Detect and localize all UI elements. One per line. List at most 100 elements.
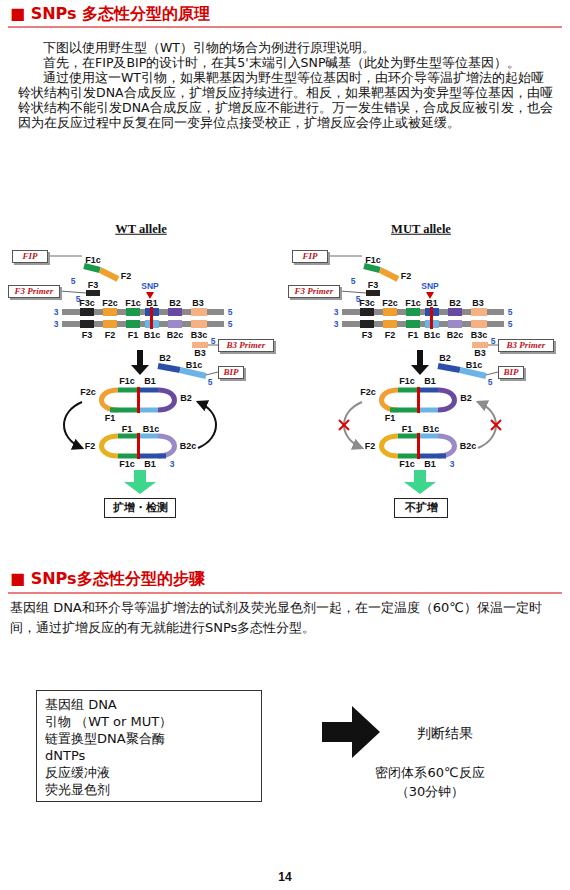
- dna-strand: [62, 309, 224, 315]
- primer-segment: [180, 370, 206, 376]
- primer-box: B3 Primer: [218, 339, 274, 352]
- segment-label: F2: [365, 442, 376, 451]
- snp-site: [137, 433, 140, 459]
- dna-region: [126, 320, 140, 328]
- primer-box: FIP: [292, 250, 328, 263]
- dumbbell-loop: [102, 390, 119, 410]
- strand-end-label: 5: [508, 308, 513, 317]
- segment-label: F1c: [119, 377, 135, 386]
- node-text: F3 Primer: [289, 286, 339, 296]
- node-text: dNTPs: [45, 747, 253, 764]
- primer-box: F3 Primer: [8, 285, 60, 298]
- snp-site: [137, 387, 140, 413]
- block-mark: [339, 420, 349, 430]
- segment-label: F1c: [399, 377, 415, 386]
- segment-label: B1c: [186, 361, 203, 370]
- segment-label: F1: [385, 414, 396, 423]
- segment-label: B2: [449, 299, 461, 308]
- dna-region: [168, 308, 182, 316]
- primer-box: FIP: [12, 250, 48, 263]
- heading-rule: [8, 593, 562, 594]
- dna-region: [191, 308, 207, 316]
- segment-label: F3c: [359, 299, 375, 308]
- cycle-arrow: [478, 402, 496, 448]
- segment-label: F2: [85, 442, 96, 451]
- segment-label: F2: [401, 272, 412, 281]
- dna-region: [126, 308, 140, 316]
- strand-end-label: 5: [228, 320, 233, 329]
- down-arrow: [137, 350, 143, 365]
- node-text: 引物 （WT or MUT）: [45, 713, 253, 730]
- block-mark: [339, 420, 501, 430]
- strand-end-label: 5: [71, 277, 76, 286]
- dumbbell-stem: [118, 388, 138, 393]
- dumbbell-loop: [158, 436, 175, 456]
- result-box: 不扩增: [394, 498, 448, 518]
- down-arrow: [131, 365, 149, 375]
- strand-end-label: 5: [508, 320, 513, 329]
- node-text: B3 Primer: [499, 340, 553, 350]
- segment-label: B1: [426, 299, 438, 308]
- segment-label: F2c: [382, 299, 398, 308]
- segment-label: B1c: [423, 425, 440, 434]
- snp-site: [150, 307, 153, 329]
- snp-label: SNP: [421, 282, 438, 291]
- segment-label: B2c: [460, 442, 477, 451]
- body-text: 基因组 DNA和环介导等温扩增法的试剂及荧光显色剂一起，在一定温度（60℃）保温…: [10, 598, 560, 638]
- primer-box: F3 Primer: [288, 285, 340, 298]
- node-text: 扩增・检测: [105, 499, 175, 516]
- block-mark: [491, 420, 501, 430]
- strand-end-label: 5: [228, 308, 233, 317]
- segment-label: F2c: [360, 388, 376, 397]
- dumbbell-stem: [110, 408, 138, 413]
- segment-label: F1: [122, 425, 133, 434]
- strand-end-label: 3: [450, 460, 455, 469]
- segment-label: F2: [121, 272, 132, 281]
- segment-label: F3: [82, 331, 93, 340]
- segment-label: B2: [169, 299, 181, 308]
- node-text: 基因组 DNA: [45, 696, 253, 713]
- cycle-arrow: [344, 402, 362, 448]
- strand-end-label: 3: [334, 308, 339, 317]
- lamp-schematic: [328, 256, 504, 494]
- segment-label: B1: [424, 377, 436, 386]
- dumbbell-loop: [102, 436, 119, 456]
- result-note: 判断结果: [417, 726, 473, 740]
- cycle-arrow: [198, 402, 216, 448]
- primer-segment: [158, 366, 180, 370]
- body-text: 首先，在FIP及BIP的设计时，在其5'末端引入SNP碱基（此处为野生型等位基因…: [18, 55, 555, 70]
- dumbbell-stem: [118, 434, 138, 439]
- segment-label: B3: [194, 349, 206, 358]
- dumbbell-stem: [138, 408, 158, 413]
- node-text: 不扩增: [395, 499, 447, 516]
- strand-end-label: 3: [334, 320, 339, 329]
- page-heading: ■ SNPs 多态性分型的原理: [10, 4, 210, 24]
- leader-line: [48, 256, 82, 257]
- segment-label: B2c: [447, 331, 464, 340]
- result-arrow: [134, 470, 146, 482]
- dumbbell-stem: [118, 454, 138, 459]
- strand-end-label: 3: [54, 320, 59, 329]
- panel-heading: MUT allele: [391, 223, 451, 236]
- segment-label: F1: [408, 331, 419, 340]
- leader-line: [206, 372, 218, 375]
- node-text: B3 Primer: [219, 340, 273, 350]
- dna-region: [103, 320, 117, 328]
- segment-label: B1c: [144, 331, 161, 340]
- dumbbell-stem: [138, 388, 158, 393]
- body-text: 下图以使用野生型（WT）引物的场合为例进行原理说明。: [18, 40, 555, 55]
- segment-label: B2: [460, 394, 472, 403]
- cycle-arrow: [64, 402, 82, 448]
- dna-region: [191, 320, 207, 328]
- segment-label: B3c: [471, 331, 488, 340]
- segment-label: B1c: [466, 361, 483, 370]
- strand-end-label: 5: [211, 337, 216, 346]
- segment-label: F1c: [119, 460, 135, 469]
- segment-label: F2: [105, 331, 116, 340]
- lamp-schematic: [48, 256, 224, 494]
- node-text: FIP: [293, 251, 327, 261]
- segment-label: B1c: [143, 425, 160, 434]
- dna-region: [103, 308, 117, 316]
- dna-strand: [62, 321, 224, 327]
